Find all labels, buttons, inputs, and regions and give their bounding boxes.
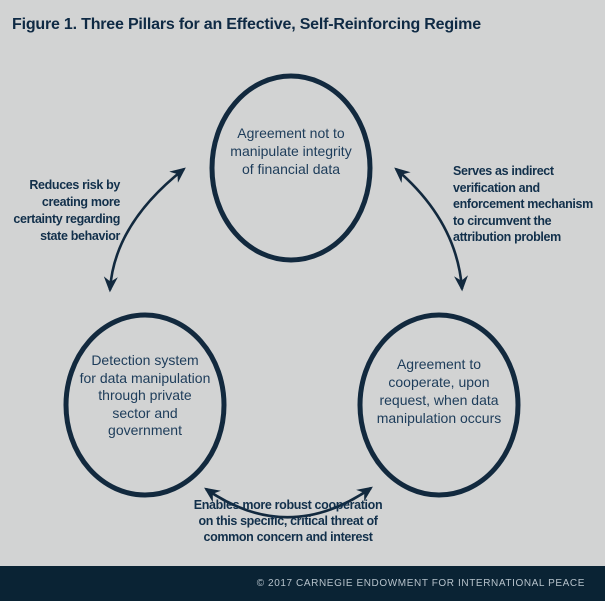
arrow-right (394, 167, 469, 292)
pillar-bottom-right-circle (357, 312, 521, 498)
pillar-top-circle (209, 73, 373, 263)
figure-title: Figure 1. Three Pillars for an Effective… (12, 16, 481, 33)
pillar-bottom-right-label: Agreement to cooperate, upon request, wh… (376, 356, 502, 426)
pillar-bottom-left-label: Detection system for data manipulation t… (79, 352, 211, 439)
arrow-bottom (204, 486, 373, 519)
footer-bar: © 2017 CARNEGIE ENDOWMENT FOR INTERNATIO… (0, 566, 605, 601)
edge-label-bottom: Enables more robust cooperation on this … (193, 498, 383, 544)
edge-label-left: Reduces risk by creating more certainty … (13, 178, 120, 243)
arrow-left (103, 167, 186, 293)
pillar-bottom-left-circle (63, 312, 227, 498)
footer-credit: © 2017 CARNEGIE ENDOWMENT FOR INTERNATIO… (256, 578, 585, 589)
edge-label-right: Serves as indirect verification and enfo… (453, 164, 593, 244)
pillar-top-label: Agreement not to manipulate integrity of… (230, 125, 352, 177)
